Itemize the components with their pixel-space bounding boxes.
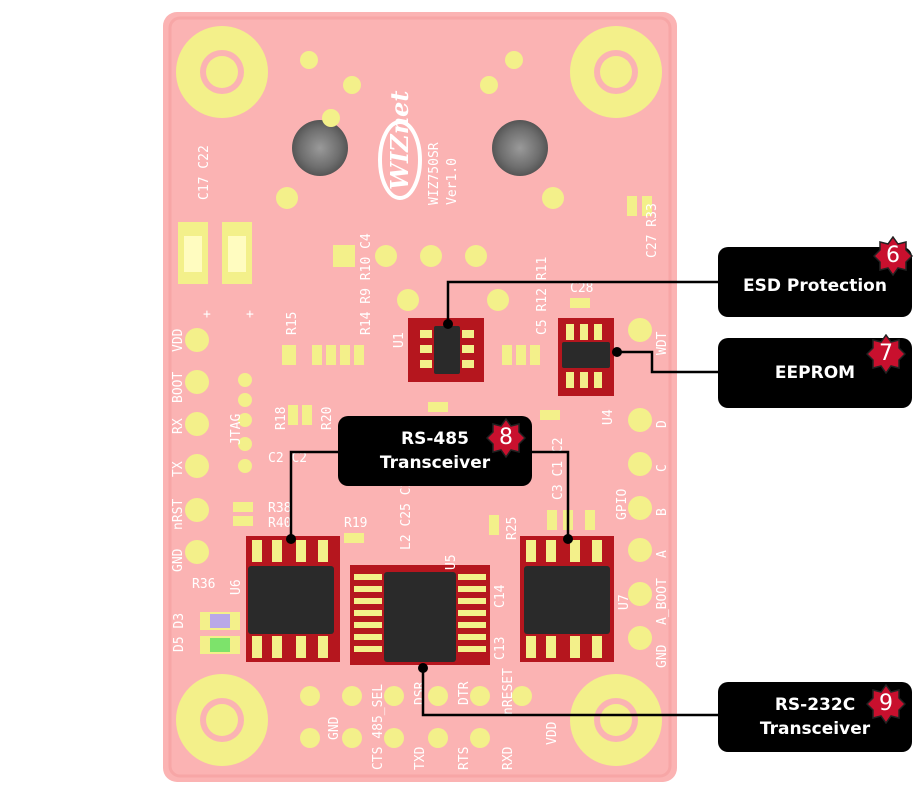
chip-u6-rs485: U6 xyxy=(229,536,340,662)
board-name-label: WIZ750SR xyxy=(427,142,442,205)
mounting-hole-bottom-left xyxy=(176,674,268,766)
svg-text:+: + xyxy=(246,307,254,322)
right-header-labels: D C B A A_BOOT GND xyxy=(655,420,670,668)
leader-lines xyxy=(289,280,720,717)
svg-text:+: + xyxy=(203,307,211,322)
svg-text:R14 R9 R10 C4: R14 R9 R10 C4 xyxy=(359,233,374,335)
svg-text:GPIO: GPIO xyxy=(615,489,630,520)
svg-text:C2 C2: C2 C2 xyxy=(268,451,307,466)
callout-rs485-line2: Transceiver xyxy=(379,453,491,473)
led-d5-d3 xyxy=(200,612,240,654)
callout-rs485-transceiver: RS-485 Transceiver xyxy=(338,416,532,486)
svg-text:C14: C14 xyxy=(493,584,508,608)
silk-jtag: JTAG xyxy=(229,414,244,445)
svg-text:L2 C25 C24: L2 C25 C24 xyxy=(399,472,414,550)
svg-text:GND: GND xyxy=(171,548,186,572)
leader-line-rs232c xyxy=(421,668,720,717)
svg-text:R25: R25 xyxy=(505,517,520,540)
callout-rs485-line1: RS-485 xyxy=(401,429,469,449)
badge-7: 7 xyxy=(866,334,906,374)
badge-7-number: 7 xyxy=(879,341,893,366)
svg-text:DSR: DSR xyxy=(413,681,428,705)
chip-u5-rs232c: U5 xyxy=(350,554,490,665)
svg-text:A: A xyxy=(655,550,670,558)
right-header-pads xyxy=(628,408,652,650)
svg-text:VDD: VDD xyxy=(545,721,560,745)
svg-text:R36: R36 xyxy=(192,577,215,592)
svg-text:U7: U7 xyxy=(617,594,632,610)
svg-text:R40: R40 xyxy=(268,516,291,531)
svg-text:D5 D3: D5 D3 xyxy=(172,613,187,652)
rj45-hole-left xyxy=(292,120,348,176)
badge-6-number: 6 xyxy=(886,243,900,268)
chip-u7-rs485: U7 xyxy=(520,536,632,662)
leader-line-esd xyxy=(446,280,720,324)
leader-line-eeprom xyxy=(617,350,720,374)
svg-text:U4: U4 xyxy=(601,409,616,425)
svg-text:RTS: RTS xyxy=(457,747,472,770)
svg-text:C5 R12 R11: C5 R12 R11 xyxy=(535,257,550,335)
silk-c17-c22: C17 C22 xyxy=(197,145,212,200)
svg-text:U1: U1 xyxy=(392,332,407,348)
svg-text:TXD: TXD xyxy=(413,746,428,770)
svg-text:DTR: DTR xyxy=(457,681,472,705)
svg-text:CTS 485_SEL: CTS 485_SEL xyxy=(371,684,386,770)
mounting-hole-bottom-right xyxy=(570,674,662,766)
svg-text:BOOT: BOOT xyxy=(171,372,186,403)
board-version-label: Ver1.0 xyxy=(445,158,460,205)
leader-line-rs485-right xyxy=(530,450,570,539)
svg-text:A_BOOT: A_BOOT xyxy=(655,578,670,625)
callout-rs232c-line2: Transceiver xyxy=(759,719,871,739)
svg-text:RXD: RXD xyxy=(501,746,516,770)
svg-text:nRESET: nRESET xyxy=(501,668,516,715)
badge-8: 8 xyxy=(486,418,526,458)
badge-9-number: 9 xyxy=(879,691,893,716)
svg-text:D: D xyxy=(655,420,670,428)
svg-text:VDD: VDD xyxy=(171,328,186,352)
svg-text:C13: C13 xyxy=(493,637,508,660)
svg-text:R18: R18 xyxy=(274,407,289,430)
svg-text:C3 C1 C2: C3 C1 C2 xyxy=(551,437,566,500)
badge-9: 9 xyxy=(866,684,906,724)
chip-u1-esd-protection: U1 xyxy=(392,318,484,382)
wiznet-logo: WIZnet xyxy=(378,90,422,200)
leader-line-rs485-left xyxy=(289,450,340,539)
svg-text:B: B xyxy=(655,508,670,516)
svg-text:WDT: WDT xyxy=(655,331,670,355)
svg-text:RX: RX xyxy=(171,418,186,434)
svg-text:U5: U5 xyxy=(444,554,459,570)
svg-text:R38: R38 xyxy=(268,501,291,516)
callout-rs232c-line1: RS-232C xyxy=(774,695,856,715)
svg-text:R19: R19 xyxy=(344,516,367,531)
callout-esd-label: ESD Protection xyxy=(743,276,887,296)
svg-text:GND: GND xyxy=(327,716,342,740)
rj45-hole-right xyxy=(492,120,548,176)
chip-u4-eeprom: U4 xyxy=(558,318,616,425)
mounting-hole-top-left xyxy=(176,26,268,118)
left-header-labels: VDD BOOT RX TX nRST GND xyxy=(171,328,186,572)
svg-text:R20: R20 xyxy=(320,407,335,430)
mounting-hole-top-right xyxy=(570,26,662,118)
bottom-header-pads xyxy=(300,686,532,748)
callout-eeprom-label: EEPROM xyxy=(774,363,856,383)
svg-text:U6: U6 xyxy=(229,579,244,595)
badge-6: 6 xyxy=(873,236,913,276)
logo-text: WIZnet xyxy=(385,90,414,190)
svg-text:C: C xyxy=(655,464,670,472)
svg-text:GND: GND xyxy=(655,644,670,668)
svg-text:C27 R33: C27 R33 xyxy=(645,203,660,258)
left-header-pads xyxy=(185,328,209,564)
svg-text:nRST: nRST xyxy=(171,499,186,530)
svg-text:C28: C28 xyxy=(570,281,593,296)
svg-text:R15: R15 xyxy=(285,312,300,335)
bottom-header-labels: GND CTS 485_SEL TXD DSR RTS DTR RXD nRES… xyxy=(327,668,560,770)
svg-text:TX: TX xyxy=(171,461,186,477)
badge-8-number: 8 xyxy=(499,425,513,450)
